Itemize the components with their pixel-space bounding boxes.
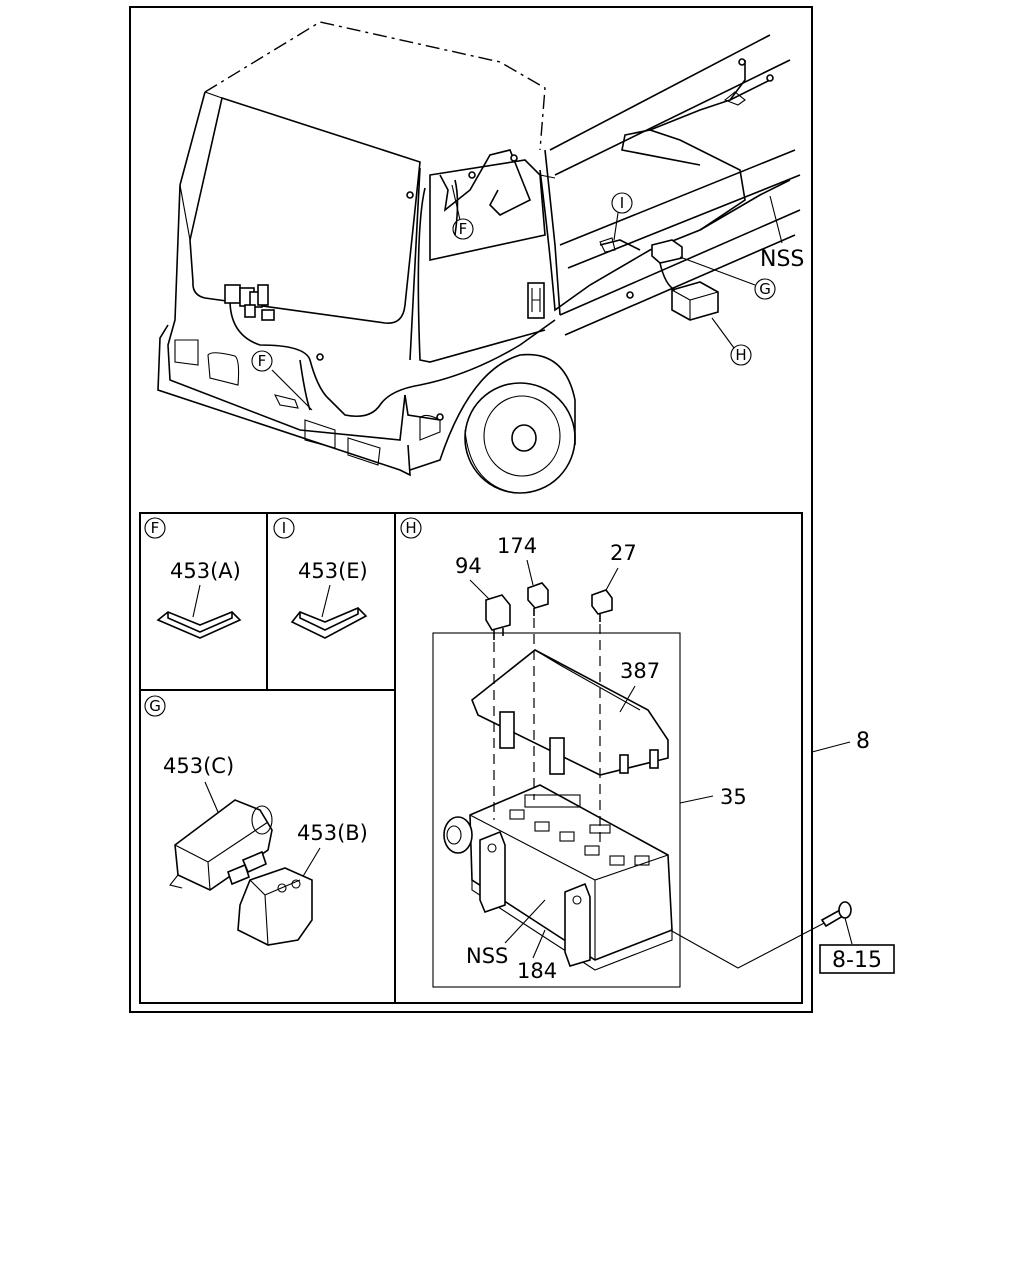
- label-94: 94: [455, 554, 482, 578]
- relay-box-location: [651, 239, 683, 264]
- harness-wire: [439, 149, 532, 216]
- label-387: 387: [620, 659, 660, 683]
- fuse-27: [591, 589, 613, 622]
- label-35: 35: [720, 785, 747, 809]
- label-184: 184: [517, 959, 557, 983]
- ref-label: 8-15: [832, 948, 882, 973]
- outer-frame: [129, 6, 813, 1013]
- panel-f-part: 453(A): [170, 559, 241, 583]
- cab-roof: [204, 21, 546, 151]
- clip-453a: [156, 611, 242, 639]
- fuse-box-outline: [432, 632, 681, 988]
- panel-i-part: 453(E): [298, 559, 368, 583]
- badge: [527, 282, 545, 319]
- callout-g-top: G: [679, 256, 776, 300]
- cab-front: [167, 184, 406, 441]
- fuse-174: [527, 582, 549, 616]
- callout-i-top: I: [611, 192, 633, 241]
- panel-i: I 453(E): [273, 517, 368, 639]
- panel-g: G 453(C) 453(B): [144, 695, 368, 946]
- callout-f-lower-label: F: [258, 352, 267, 370]
- windshield: [189, 96, 421, 324]
- callout-f-top: F: [451, 184, 474, 240]
- frame-rail-lower: [559, 209, 801, 336]
- label-174: 174: [497, 534, 537, 558]
- label-27: 27: [610, 541, 637, 565]
- panel-g-part-c: 453(C): [163, 754, 234, 778]
- bracket-453b: [237, 867, 313, 946]
- panel-h-tag: H: [405, 519, 416, 537]
- ref-box: [819, 944, 895, 974]
- label-nss-box: NSS: [466, 944, 508, 968]
- assembly-callout: 8: [811, 729, 870, 754]
- nss-frame-label: NSS: [760, 247, 804, 272]
- wheel: [464, 382, 576, 494]
- panel-f-tag: F: [151, 519, 160, 537]
- panel-i-tag: I: [282, 519, 286, 537]
- door-window: [429, 159, 546, 261]
- fender: [409, 353, 576, 471]
- fuse-box-base: [443, 784, 673, 971]
- clip-453e: [290, 607, 368, 639]
- panel-g-part-b: 453(B): [297, 821, 368, 845]
- detail-panels-frame: [139, 512, 803, 1004]
- callout-h-top-label: H: [735, 346, 746, 364]
- panel-h: H 94 174 27 38: [400, 517, 831, 988]
- callout-i-top-label: I: [620, 194, 624, 212]
- fuse-box-location: [671, 281, 719, 321]
- bumper: [157, 324, 411, 477]
- panel-g-tag: G: [149, 697, 161, 715]
- panel-f: F 453(A): [144, 517, 242, 639]
- relay-94: [485, 594, 511, 640]
- frame-rail-upper: [549, 34, 801, 269]
- bolt-8-15: 8-15: [819, 901, 895, 974]
- truck-illustration: [157, 21, 801, 494]
- assembly-label: 8: [856, 729, 870, 754]
- callout-f-lower: F: [251, 350, 313, 411]
- screw-pair: [227, 850, 267, 886]
- callout-g-top-label: G: [759, 280, 771, 298]
- callout-h-top: H: [711, 317, 752, 366]
- callout-nss-frame: NSS: [760, 195, 804, 272]
- cab-connector-cluster: [224, 284, 275, 321]
- callout-f-top-label: F: [459, 220, 468, 238]
- fuse-box-cover: [471, 649, 669, 776]
- relay-453c: [169, 799, 273, 891]
